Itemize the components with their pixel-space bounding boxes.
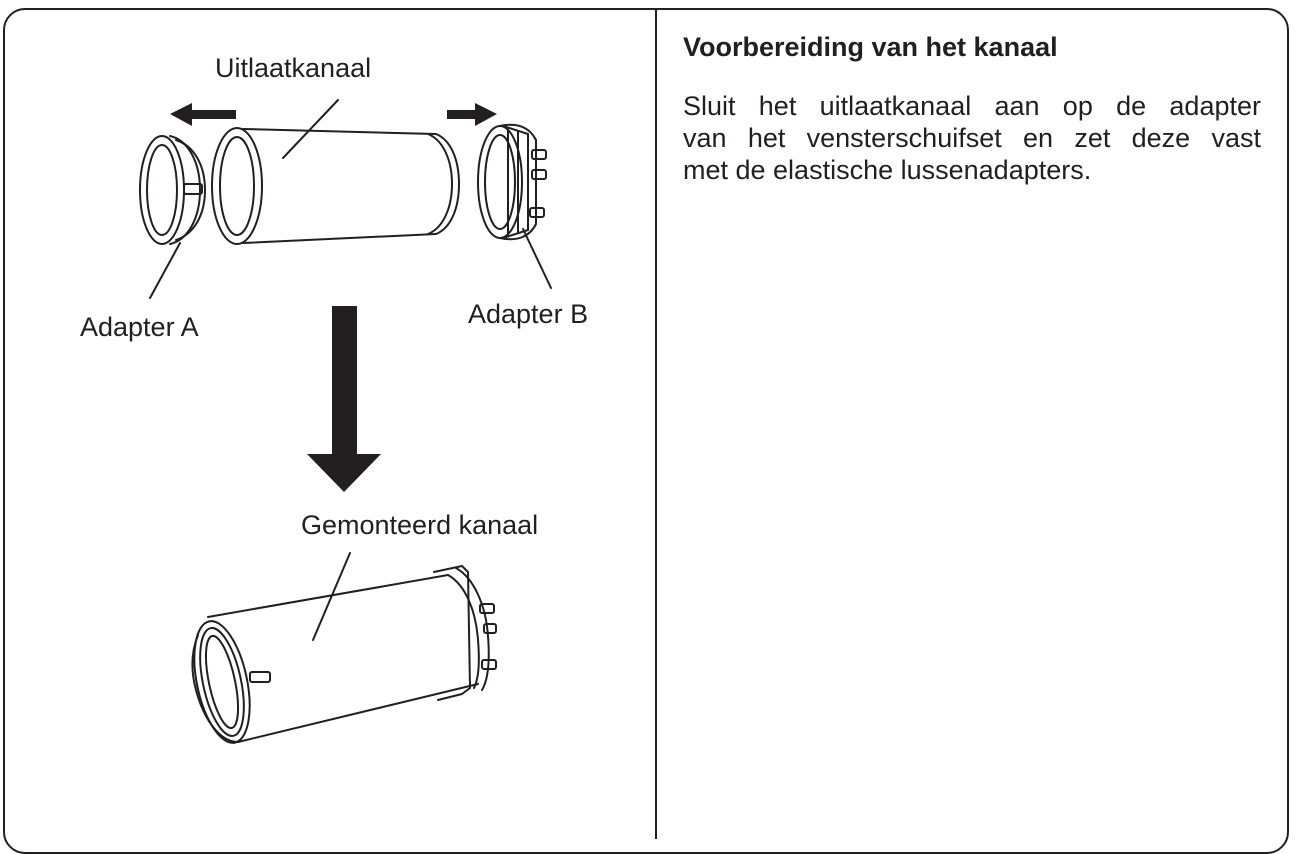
exhaust-duct-part xyxy=(211,127,460,245)
instruction-line: met de elastische lussenadapters. xyxy=(683,155,1092,185)
duct-assembly-illustration xyxy=(139,99,552,744)
adapter-a-part xyxy=(139,135,206,245)
adapter-b-part xyxy=(477,123,547,241)
column-divider xyxy=(655,9,657,839)
instruction-line: van het vensterschuifset en zet deze vas… xyxy=(683,123,1261,153)
adapter-b-label: Adapter B xyxy=(468,299,589,329)
exhaust-duct-label: Uitlaatkanaal xyxy=(215,53,372,83)
assembled-duct-label: Gemonteerd kanaal xyxy=(301,510,539,540)
adapter-b-leader xyxy=(522,228,552,289)
arrow-right-icon xyxy=(447,103,497,126)
arrow-down-icon xyxy=(307,306,381,492)
exhaust-duct-leader xyxy=(282,99,339,159)
arrow-left-icon xyxy=(170,103,236,126)
section-title: Voorbereiding van het kanaal xyxy=(683,32,1058,62)
instruction-line: Sluit het uitlaatkanaal aan op de adapte… xyxy=(683,91,1261,121)
assembled-duct-leader xyxy=(312,552,351,641)
adapter-a-leader xyxy=(149,242,181,299)
instruction-text: Sluit het uitlaatkanaal aan op de adapte… xyxy=(683,90,1261,186)
assembled-duct-part xyxy=(191,565,497,744)
adapter-a-label: Adapter A xyxy=(80,312,199,342)
